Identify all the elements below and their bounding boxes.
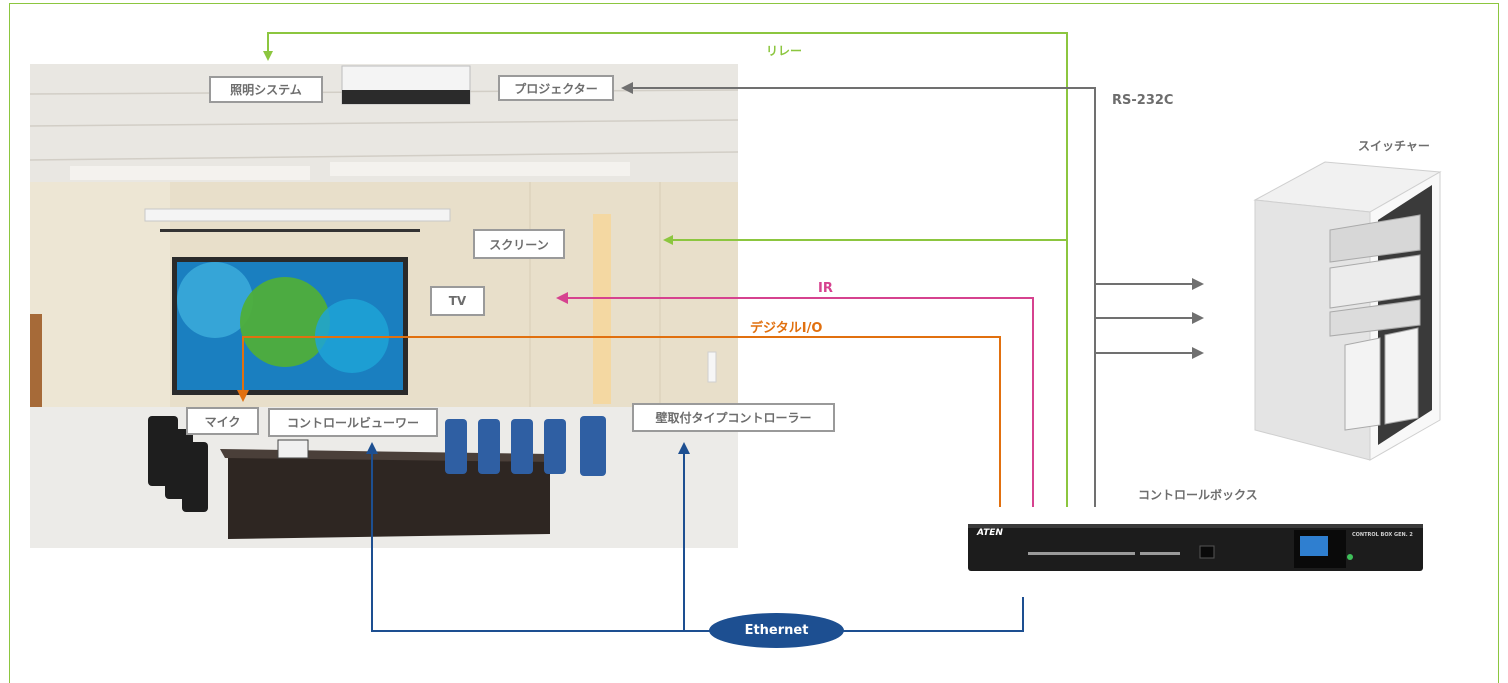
rs232c-signal-label: RS-232C bbox=[1112, 93, 1174, 108]
ethernet-badge: Ethernet bbox=[709, 613, 844, 648]
control-box-illustration bbox=[968, 524, 1423, 571]
conference-room-illustration bbox=[30, 64, 738, 548]
digital-io-signal-label: デジタルI/O bbox=[750, 321, 823, 336]
device-model: CONTROL BOX GEN. 2 bbox=[1352, 532, 1413, 538]
screen-label: スクリーン bbox=[473, 229, 565, 259]
device-brand: ATEN bbox=[977, 528, 1003, 538]
ir-line-tv bbox=[556, 292, 1034, 507]
relay-line-lighting bbox=[263, 32, 1068, 507]
projector-label: プロジェクター bbox=[498, 75, 614, 101]
room-scene bbox=[30, 64, 738, 548]
diagram-frame bbox=[9, 3, 1499, 683]
mic-label: マイク bbox=[186, 407, 259, 435]
lighting-system-label: 照明システム bbox=[209, 76, 323, 103]
switcher-label: スイッチャー bbox=[1358, 139, 1430, 153]
relay-signal-label: リレー bbox=[766, 44, 803, 58]
ir-signal-label: IR bbox=[818, 281, 833, 296]
switcher-rack-illustration bbox=[1253, 161, 1442, 461]
tv-label: TV bbox=[430, 286, 485, 316]
control-box-label: コントロールボックス bbox=[1138, 488, 1258, 502]
ethernet-label: Ethernet bbox=[744, 623, 809, 638]
control-viewer-label: コントロールビューワー bbox=[268, 408, 438, 437]
digital-io-line-mic bbox=[237, 336, 1001, 507]
ethernet-line bbox=[366, 442, 1024, 632]
rs232c-line-projector bbox=[621, 82, 1096, 507]
wall-controller-label: 壁取付タイプコントローラー bbox=[632, 403, 835, 432]
